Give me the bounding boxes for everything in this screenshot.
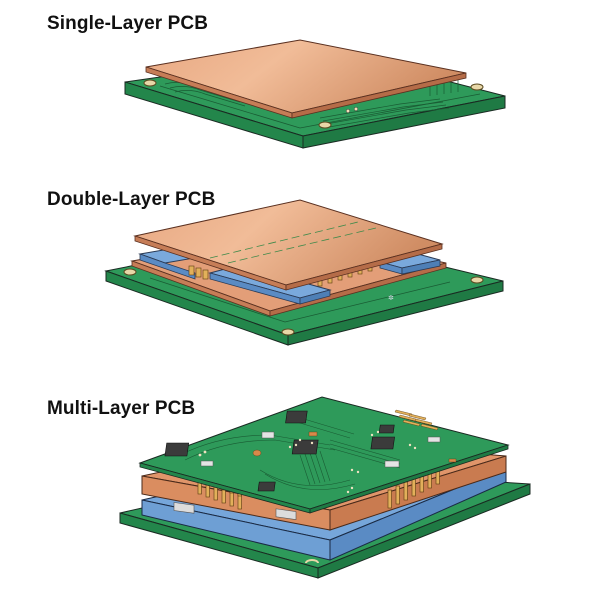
double-copper-top bbox=[133, 199, 444, 291]
multi-layer-title: Multi-Layer PCB bbox=[47, 398, 196, 419]
single-copper-foil bbox=[145, 39, 467, 119]
multi-layer-pcb bbox=[119, 396, 531, 579]
mount-hole bbox=[281, 328, 295, 336]
mount-hole bbox=[470, 276, 484, 284]
single-layer-title: Single-Layer PCB bbox=[47, 13, 209, 34]
multi-green-populated-board bbox=[138, 396, 510, 514]
double-layer-title: Double-Layer PCB bbox=[47, 189, 216, 210]
mount-hole bbox=[318, 121, 332, 129]
mount-hole bbox=[470, 83, 484, 91]
svg-text:✲: ✲ bbox=[388, 294, 394, 302]
mount-hole bbox=[143, 79, 157, 87]
double-layer-pcb: ✲ bbox=[104, 199, 504, 346]
mount-hole bbox=[123, 268, 137, 276]
single-layer-pcb bbox=[124, 39, 506, 149]
